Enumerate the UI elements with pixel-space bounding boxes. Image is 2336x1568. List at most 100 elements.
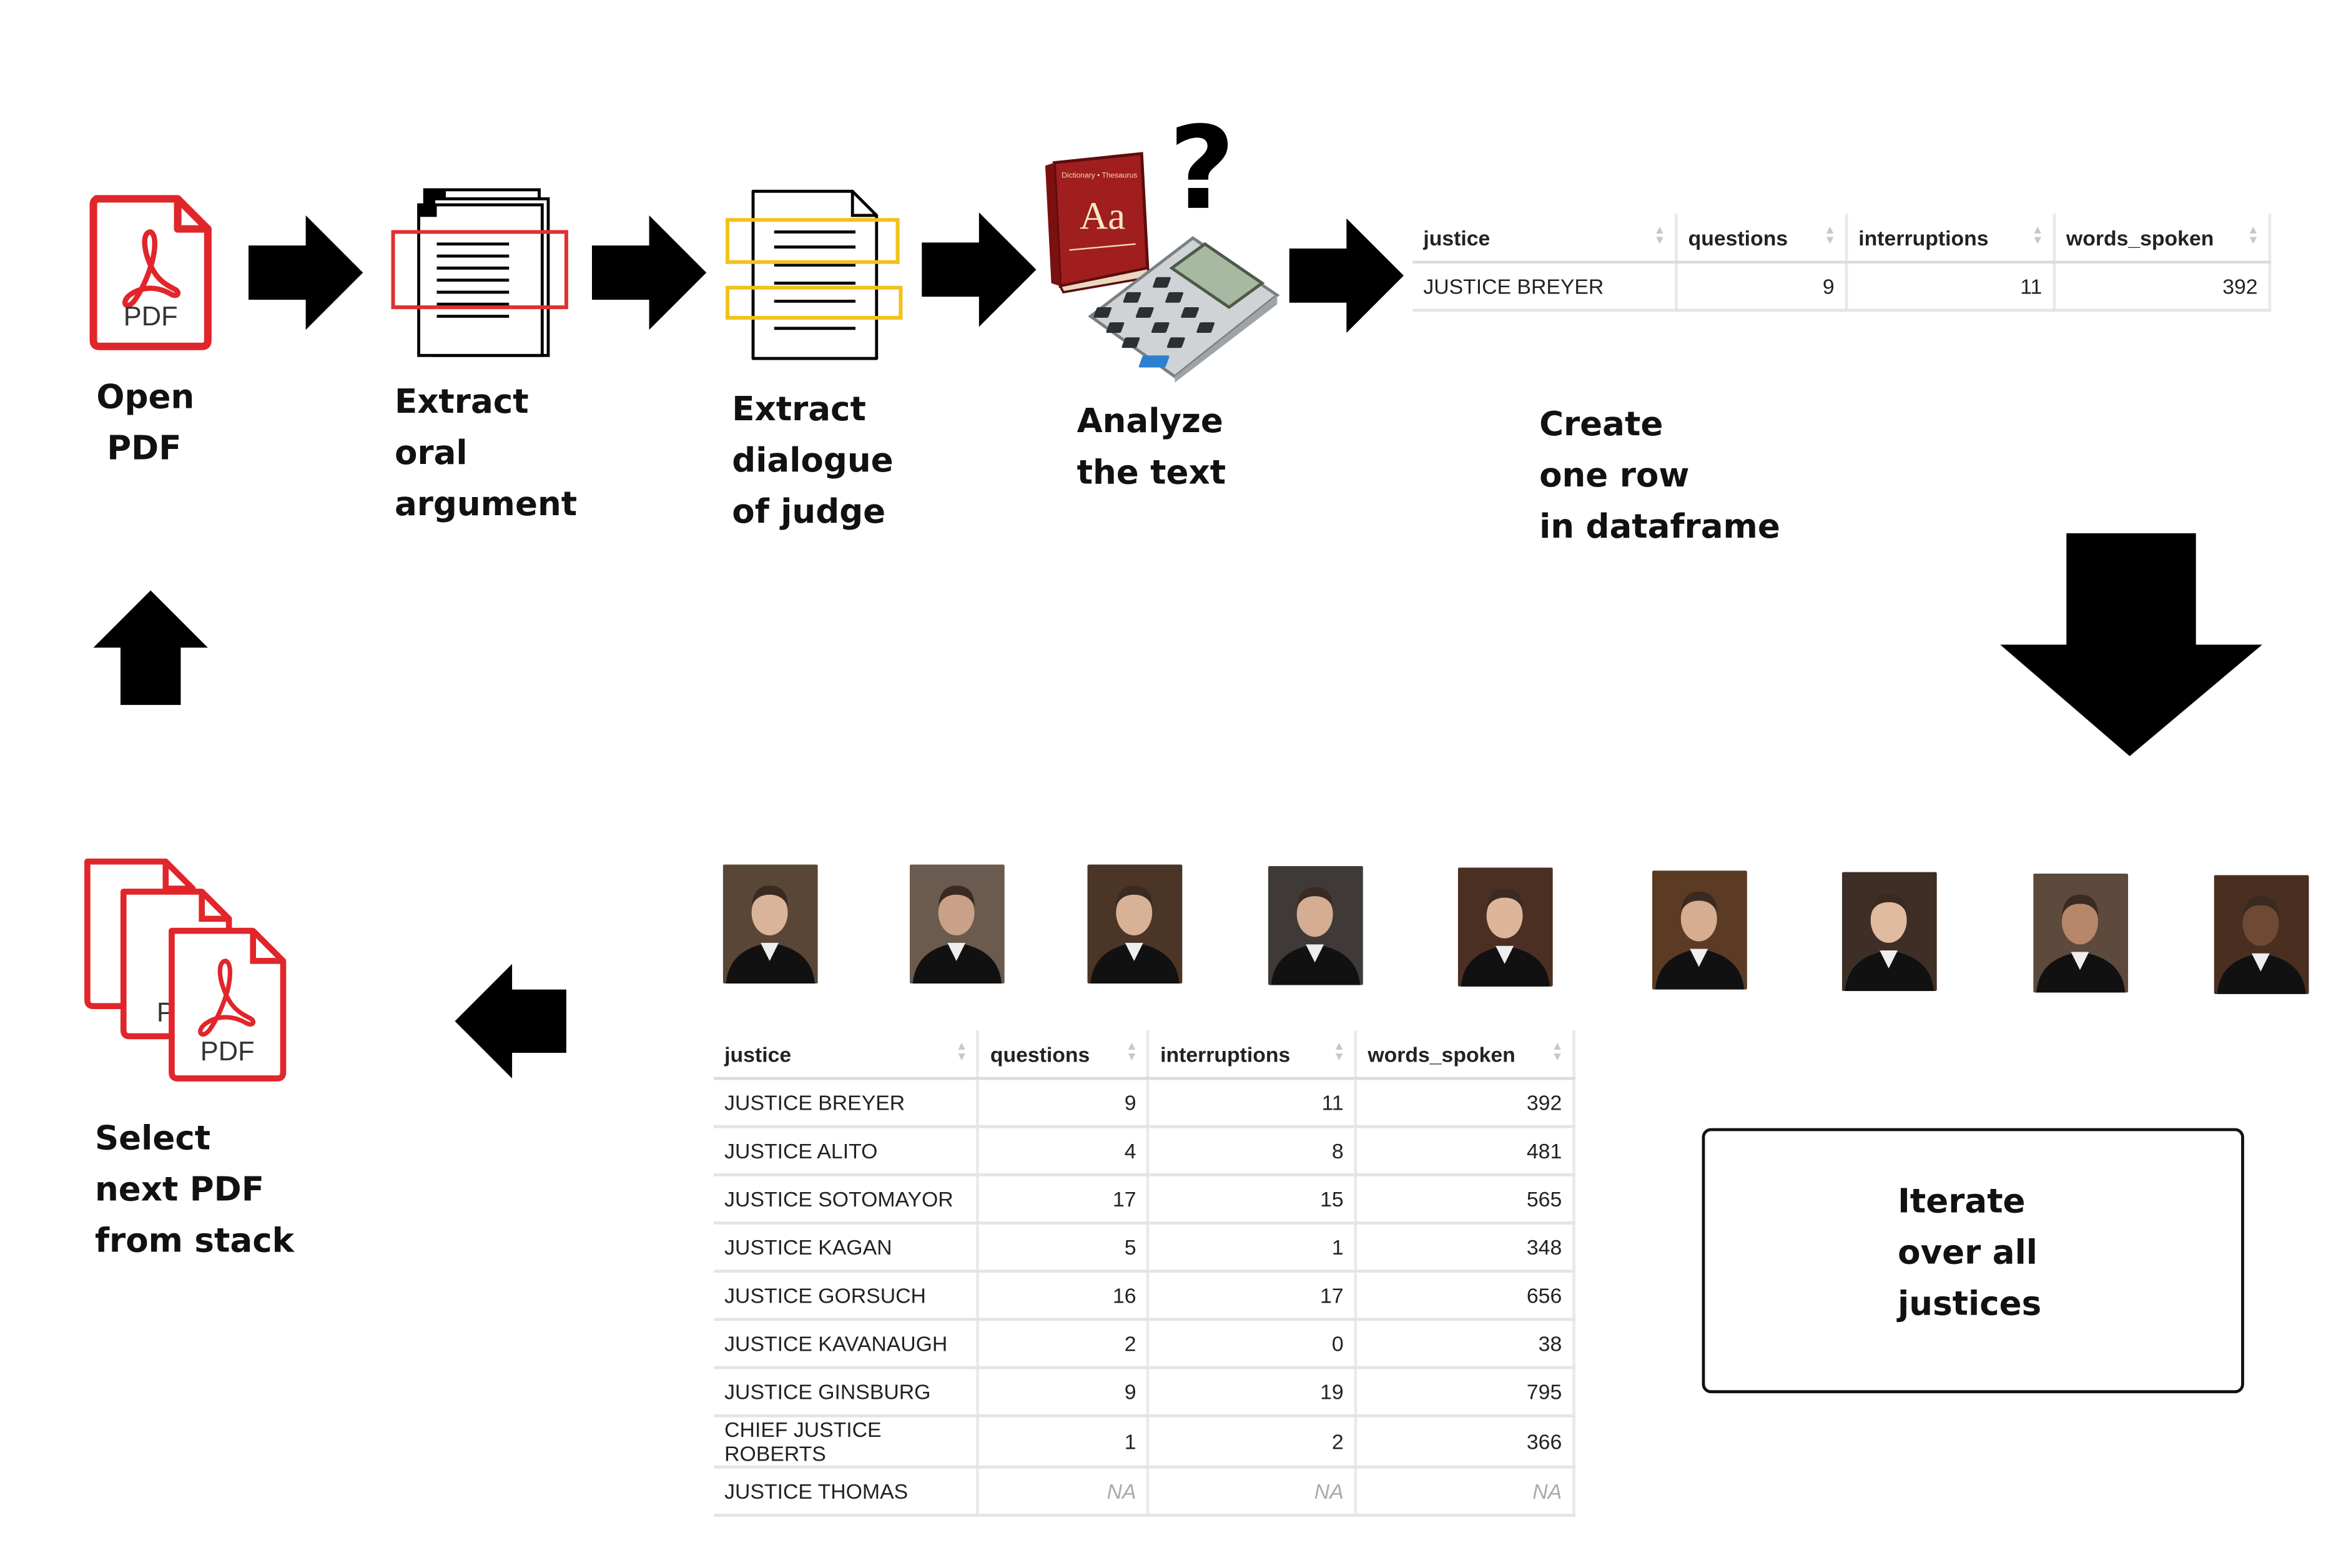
create-row-label: Create one row in dataframe: [1539, 401, 1780, 555]
column-header-words-spoken[interactable]: words_spoken▲▼: [2054, 214, 2272, 264]
cell-words-spoken: 348: [1356, 1223, 1575, 1273]
cell-questions: 2: [978, 1319, 1150, 1369]
cell-questions: 16: [978, 1271, 1150, 1321]
cell-questions: 9: [1676, 262, 1848, 312]
extract-dialogue-line1: Extract: [732, 392, 866, 430]
iterate-line2: over all: [1898, 1235, 2038, 1273]
analyze-line2: the text: [1077, 455, 1226, 493]
document-highlight-icon: [725, 189, 903, 360]
justice-portrait: [1652, 870, 1747, 990]
open-pdf-line1: Open: [96, 379, 195, 418]
cell-questions: 4: [978, 1127, 1150, 1176]
cell-interruptions: 17: [1148, 1271, 1358, 1321]
book-letters-text: Aa: [1080, 194, 1125, 238]
cell-words-spoken: 795: [1356, 1368, 1575, 1418]
full-dataframe: justice▲▼ questions▲▼ interruptions▲▼ wo…: [714, 1030, 1575, 1517]
sort-icon[interactable]: ▲▼: [955, 1039, 968, 1063]
cell-questions: 9: [978, 1368, 1150, 1418]
documents-stack-icon: [391, 188, 568, 357]
extract-oral-line3: argument: [394, 486, 578, 525]
iterate-line1: Iterate: [1898, 1183, 2026, 1222]
cell-justice: JUSTICE SOTOMAYOR: [714, 1175, 980, 1225]
sort-icon[interactable]: ▲▼: [1333, 1039, 1346, 1063]
sort-icon[interactable]: ▲▼: [1551, 1039, 1564, 1063]
cell-interruptions: 8: [1148, 1127, 1358, 1176]
cell-interruptions: 11: [1148, 1078, 1358, 1128]
justice-portrait: [1268, 865, 1363, 985]
open-pdf-label: Open PDF: [96, 373, 194, 476]
column-header-questions[interactable]: questions▲▼: [978, 1030, 1150, 1080]
cell-justice: JUSTICE KAVANAUGH: [714, 1319, 980, 1369]
question-mark-text: ?: [1169, 106, 1235, 229]
cell-words-spoken: 366: [1356, 1416, 1575, 1469]
column-header-justice[interactable]: justice▲▼: [1412, 214, 1678, 264]
table-header-row: justice▲▼ questions▲▼ interruptions▲▼ wo…: [1412, 214, 2272, 264]
arrow-right-icon: [1289, 218, 1404, 333]
justice-portrait: [2214, 875, 2309, 994]
select-next-line2: next PDF: [94, 1171, 265, 1210]
justice-portrait: [1457, 867, 1553, 987]
create-row-line2: one row: [1539, 458, 1690, 496]
sort-icon[interactable]: ▲▼: [1653, 222, 1666, 247]
select-next-line1: Select: [94, 1120, 211, 1158]
column-header-words-spoken[interactable]: words_spoken▲▼: [1356, 1030, 1575, 1080]
sort-icon[interactable]: ▲▼: [2031, 222, 2044, 247]
calculator-icon: [1088, 236, 1280, 383]
table-header-row: justice▲▼ questions▲▼ interruptions▲▼ wo…: [714, 1030, 1575, 1080]
column-header-interruptions[interactable]: interruptions▲▼: [1846, 214, 2056, 264]
cell-words-spoken: 481: [1356, 1127, 1575, 1176]
cell-words-spoken: 392: [2054, 262, 2272, 312]
justice-portrait: [1087, 864, 1183, 984]
sort-icon[interactable]: ▲▼: [2247, 222, 2259, 247]
dictionary-book-icon: Dictionary • Thesaurus Aa: [1045, 152, 1153, 293]
cell-interruptions: 1: [1148, 1223, 1358, 1273]
arrow-down-icon: [2000, 533, 2262, 756]
column-header-interruptions[interactable]: interruptions▲▼: [1148, 1030, 1358, 1080]
extract-oral-label: Extract oral argument: [395, 378, 577, 531]
sort-icon[interactable]: ▲▼: [1824, 222, 1836, 247]
justice-portrait: [722, 864, 818, 984]
cell-questions: 9: [978, 1078, 1150, 1128]
book-title-text: Dictionary • Thesaurus: [1062, 171, 1137, 180]
analyze-label: Analyze the text: [1077, 398, 1226, 500]
iterate-line3: justices: [1898, 1286, 2042, 1324]
cell-justice: JUSTICE GORSUCH: [714, 1271, 980, 1321]
justice-portrait: [2033, 873, 2129, 993]
column-header-questions[interactable]: questions▲▼: [1676, 214, 1848, 264]
iterate-box: Iterate over all justices: [1702, 1128, 2244, 1394]
table-row: JUSTICE BREYER 9 11 392: [1412, 262, 2272, 312]
cell-words-spoken: 565: [1356, 1175, 1575, 1225]
column-header-justice[interactable]: justice▲▼: [714, 1030, 980, 1080]
cell-interruptions: 15: [1148, 1175, 1358, 1225]
cell-interruptions: 19: [1148, 1368, 1358, 1418]
cell-justice: JUSTICE KAGAN: [714, 1223, 980, 1273]
cell-interruptions: 11: [1846, 262, 2056, 312]
cell-questions: NA: [978, 1467, 1150, 1517]
cell-words-spoken: 656: [1356, 1271, 1575, 1321]
cell-words-spoken: 38: [1356, 1319, 1575, 1369]
cell-words-spoken: NA: [1356, 1467, 1575, 1517]
pdf-stack-text: PDF: [200, 1037, 255, 1067]
justice-portrait: [909, 864, 1005, 984]
sort-icon[interactable]: ▲▼: [1125, 1039, 1138, 1063]
extract-dialogue-line2: dialogue: [732, 443, 894, 481]
extract-oral-line1: Extract: [394, 384, 529, 422]
select-next-line3: from stack: [94, 1223, 294, 1261]
cell-interruptions: NA: [1148, 1467, 1358, 1517]
cell-justice: JUSTICE GINSBURG: [714, 1368, 980, 1418]
cell-interruptions: 2: [1148, 1416, 1358, 1469]
cell-justice: CHIEF JUSTICE ROBERTS: [714, 1416, 980, 1469]
cell-interruptions: 0: [1148, 1319, 1358, 1369]
pdf-stack-icon: P PDF: [84, 858, 287, 1082]
arrow-right-icon: [248, 215, 363, 330]
cell-words-spoken: 392: [1356, 1078, 1575, 1128]
create-row-line1: Create: [1539, 407, 1663, 445]
